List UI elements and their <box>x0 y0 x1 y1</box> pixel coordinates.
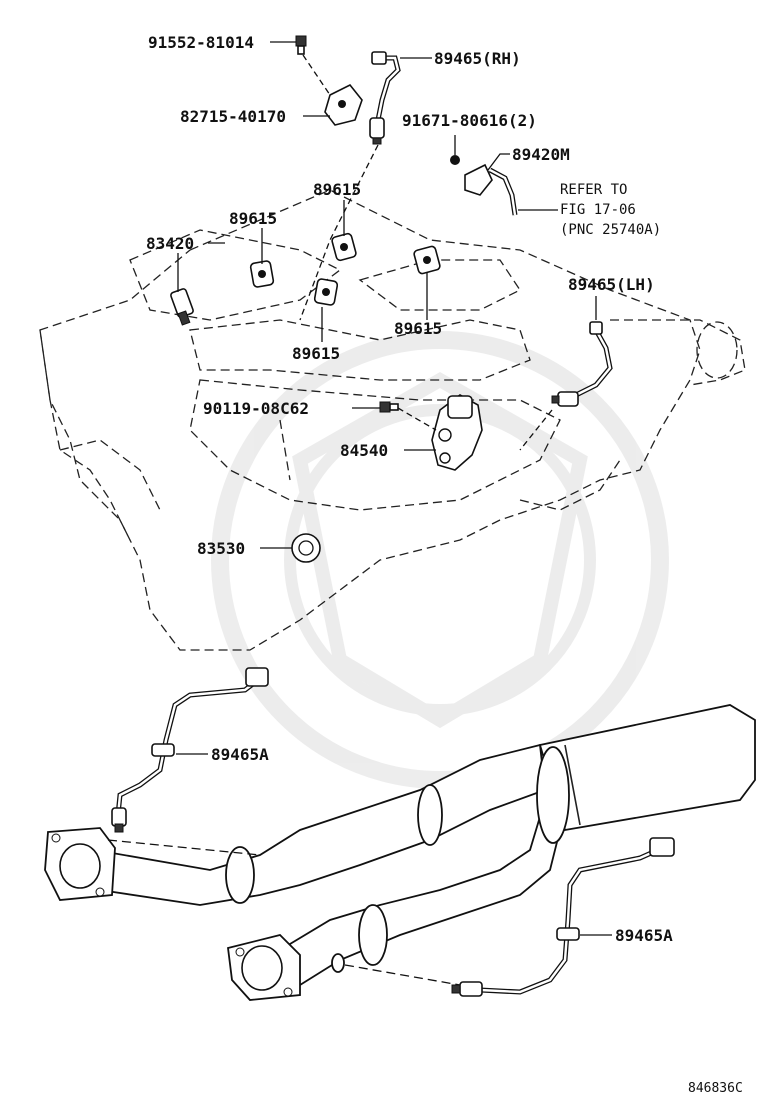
sensor-89615-center <box>313 278 339 306</box>
part-labels: 91552-81014 89465(RH) 82715-40170 91671-… <box>146 33 743 1096</box>
engine-outline <box>39 189 746 651</box>
sensor-89615-top <box>331 232 357 262</box>
sensor-89615-right <box>413 245 441 275</box>
leader-lines <box>176 41 612 936</box>
bolt-91552 <box>295 35 307 55</box>
switch-83530 <box>291 533 321 563</box>
label-83530: 83530 <box>197 539 245 558</box>
sensor-89615-left <box>249 260 275 288</box>
label-89615-right: 89615 <box>394 319 442 338</box>
label-84540: 84540 <box>340 441 388 460</box>
label-90119: 90119-08C62 <box>203 399 309 418</box>
oxygen-sensor-rh <box>369 51 401 145</box>
label-91552: 91552-81014 <box>148 33 254 52</box>
oxygen-sensor-89465a-lower <box>451 837 675 997</box>
exhaust-assembly <box>44 704 756 1001</box>
oxygen-sensor-89465a-upper <box>111 667 269 833</box>
label-83420: 83420 <box>146 234 194 253</box>
label-89615-left: 89615 <box>229 209 277 228</box>
screw-91671 <box>450 155 460 165</box>
refer-text-line3: (PNC 25740A) <box>560 222 661 238</box>
label-89615-top: 89615 <box>313 180 361 199</box>
sender-83420 <box>170 288 194 326</box>
bracket-82715 <box>324 83 363 126</box>
label-89615-bottom: 89615 <box>292 344 340 363</box>
label-89465a-lower: 89465A <box>615 926 673 945</box>
oxygen-sensor-lh <box>551 321 613 407</box>
label-89465-lh: 89465(LH) <box>568 275 655 294</box>
sensor-89420m <box>464 163 518 216</box>
figure-code: 846836C <box>688 1081 743 1096</box>
bolt-90119 <box>379 401 399 413</box>
label-89465-rh: 89465(RH) <box>434 49 521 68</box>
label-89420m: 89420M <box>512 145 570 164</box>
label-91671: 91671-80616(2) <box>402 111 537 130</box>
label-82715: 82715-40170 <box>180 107 286 126</box>
sensor-84540 <box>431 394 483 471</box>
refer-text-line1: REFER TO <box>560 182 627 198</box>
label-89465a-upper: 89465A <box>211 745 269 764</box>
refer-text-line2: FIG 17-06 <box>560 202 636 218</box>
